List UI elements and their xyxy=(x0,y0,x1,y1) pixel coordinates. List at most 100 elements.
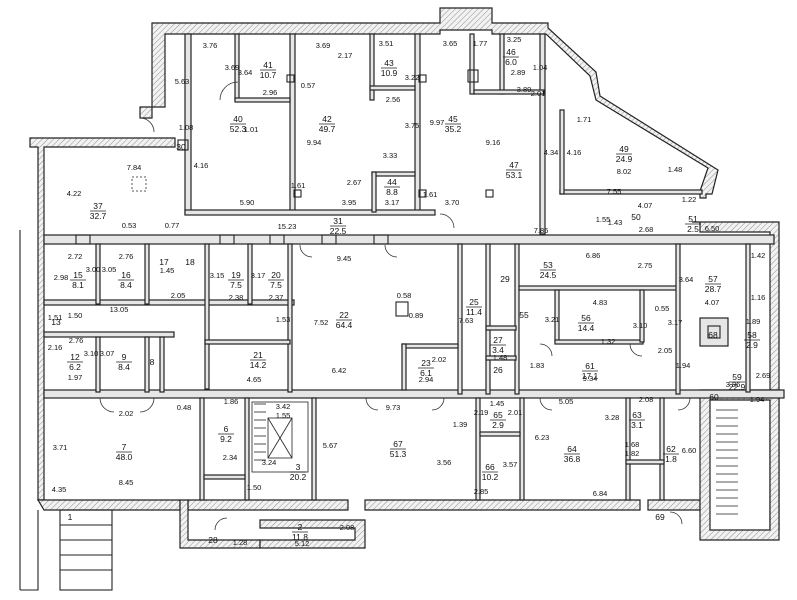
room-area: 48.0 xyxy=(116,452,133,462)
room-number: 49 xyxy=(619,144,629,154)
room-number: 59 xyxy=(732,372,742,382)
dimension-label: 2.89 xyxy=(511,68,526,77)
room-number: 1 xyxy=(68,512,73,522)
room-area: 10.7 xyxy=(260,70,277,80)
dimension-label: 6.86 xyxy=(586,251,601,260)
room-3: 320.2 xyxy=(290,462,307,482)
dimension-label: 1.22 xyxy=(682,195,697,204)
dimension-label: 1.68 xyxy=(625,440,640,449)
room-7: 748.0 xyxy=(116,442,133,462)
dimension-label: 8.45 xyxy=(119,478,134,487)
dimension-label: 2.08 xyxy=(639,395,654,404)
dimension-label: 3.95 xyxy=(342,198,357,207)
dimension-label: 3.76 xyxy=(203,41,218,50)
room-27: 273.4 xyxy=(490,335,506,355)
room-13: 13 xyxy=(51,317,61,327)
dimension-label: 2.94 xyxy=(419,375,434,384)
room-number: 53 xyxy=(543,260,553,270)
room-area: 17.1 xyxy=(582,371,599,381)
room-68: 68 xyxy=(708,330,718,340)
dimension-label: 1.97 xyxy=(68,373,83,382)
room-area: 22.5 xyxy=(330,226,347,236)
dimension-label: 2.17 xyxy=(338,51,353,60)
dimension-label: 1.94 xyxy=(676,361,691,370)
room-26: 26 xyxy=(493,365,503,375)
room-area: 7.5 xyxy=(230,280,242,290)
room-area: 32.7 xyxy=(90,211,107,221)
door-swings xyxy=(99,81,691,531)
room-number: 64 xyxy=(567,444,577,454)
dimension-label: 1.71 xyxy=(577,115,592,124)
dimension-label: 4.35 xyxy=(52,485,67,494)
room-number: 31 xyxy=(333,216,343,226)
room-23: 236.1 xyxy=(418,358,434,378)
dimension-label: 8.02 xyxy=(617,167,632,176)
room-area: 35.2 xyxy=(445,124,462,134)
dimension-label: 3.15 xyxy=(210,271,225,280)
dimension-label: 1.86 xyxy=(224,397,239,406)
room-2: 211.8 xyxy=(292,522,308,542)
dimension-label: 1.55 xyxy=(276,411,291,420)
room-51: 512.5 xyxy=(685,214,701,234)
dimension-label: 3.33 xyxy=(383,151,398,160)
dimension-label: 7.52 xyxy=(314,318,329,327)
room-area: 64.4 xyxy=(336,320,353,330)
dimension-label: 1.39 xyxy=(453,420,468,429)
room-area: 2.9 xyxy=(492,420,504,430)
room-area: 1.8 xyxy=(665,454,677,464)
dimension-label: 6.23 xyxy=(535,433,550,442)
room-number: 50 xyxy=(631,212,641,222)
dimension-label: 0.57 xyxy=(301,81,316,90)
room-30: 30 xyxy=(176,142,186,152)
room-number: 28 xyxy=(208,535,218,545)
room-number: 44 xyxy=(387,177,397,187)
room-area: 51.3 xyxy=(390,449,407,459)
room-9: 98.4 xyxy=(116,352,132,372)
dimension-label: 1.04 xyxy=(533,63,548,72)
room-number: 37 xyxy=(93,201,103,211)
room-number: 62 xyxy=(666,444,676,454)
dimension-label: 4.83 xyxy=(593,298,608,307)
dimension-label: 3.71 xyxy=(53,443,68,452)
room-area: 11.8 xyxy=(292,532,308,542)
room-number: 13 xyxy=(51,317,61,327)
dimension-label: 3.69 xyxy=(316,41,331,50)
dimension-label: 9.45 xyxy=(337,254,352,263)
dimension-label: 3.07 xyxy=(100,349,115,358)
dimension-label: 4.34 xyxy=(544,148,559,157)
room-area: 24.9 xyxy=(616,154,633,164)
room-number: 20 xyxy=(271,270,281,280)
room-number: 43 xyxy=(384,58,394,68)
dimension-label: 7.86 xyxy=(534,226,549,235)
dimension-label: 3.28 xyxy=(605,413,620,422)
room-number: 9 xyxy=(122,352,127,362)
room-labels: 1211.8320.269.2748.0898.4126.213158.1168… xyxy=(51,47,760,545)
dimension-label: 0.48 xyxy=(177,403,192,412)
dimension-label: 2.38 xyxy=(229,293,244,302)
room-65: 652.9 xyxy=(490,410,506,430)
dimension-label: 1.77 xyxy=(473,39,488,48)
dimension-label: 3.00 xyxy=(86,265,101,274)
dimension-label: 2.67 xyxy=(347,178,362,187)
room-number: 27 xyxy=(493,335,503,345)
room-number: 61 xyxy=(585,361,595,371)
room-44: 448.8 xyxy=(384,177,400,197)
room-number: 16 xyxy=(121,270,131,280)
room-number: 55 xyxy=(519,310,529,320)
room-number: 2 xyxy=(298,522,303,532)
dimension-label: 2.68 xyxy=(639,225,654,234)
room-number: 29 xyxy=(500,274,510,284)
dimension-label: 5.63 xyxy=(175,77,190,86)
dimension-label: 7.55 xyxy=(607,187,622,196)
dimension-label: 3.51 xyxy=(379,39,394,48)
outer-walls xyxy=(29,7,780,549)
dimension-label: 2.05 xyxy=(171,291,186,300)
room-number: 60 xyxy=(709,392,719,402)
